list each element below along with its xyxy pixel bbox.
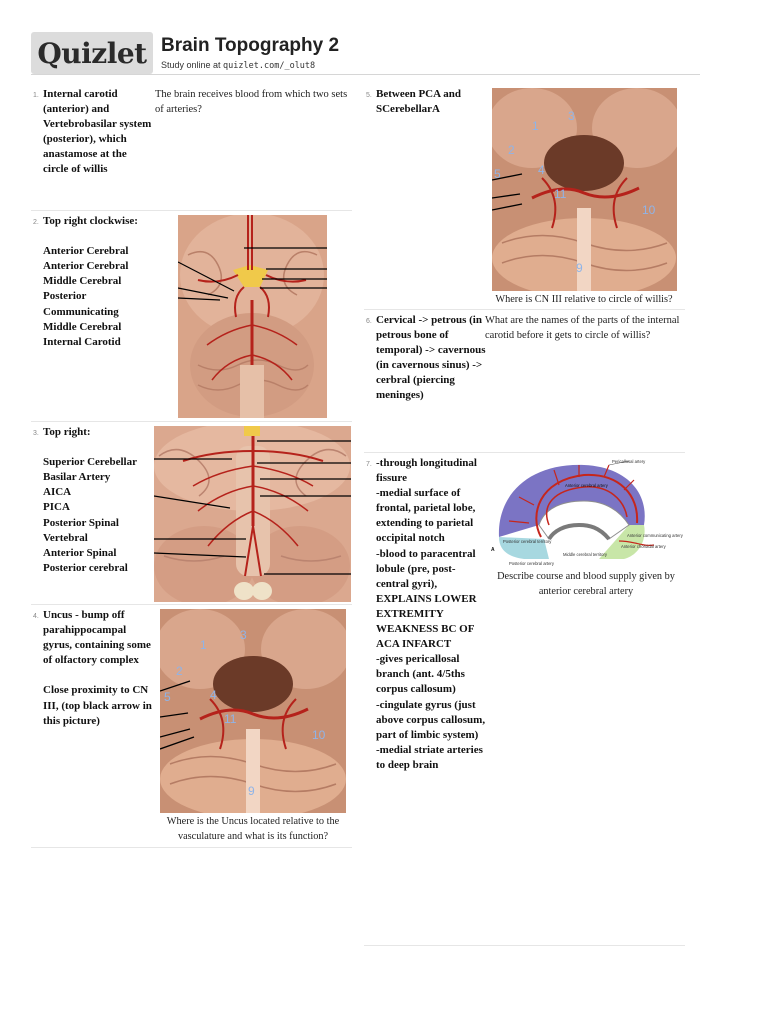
logo-text: Quizlet: [37, 36, 147, 70]
study-online-line: Study online at quizlet.com/_olut8: [161, 60, 315, 71]
card-term: Internal carotid (anterior) and Vertebro…: [43, 88, 152, 176]
image-label-9: 9: [576, 261, 583, 275]
flashcard-3: 3. Top right: Superior Cerebellar Basila…: [31, 422, 352, 605]
card-term: Top right clockwise: Anterior Cerebral A…: [43, 215, 138, 348]
flashcard-5: 5. Between PCA and SCerebellarA 1 2 3 4 …: [364, 84, 685, 310]
card-number: 3.: [33, 430, 39, 437]
uncus-vasculature-image: 1 2 3 4 5 9 10 11: [160, 609, 346, 813]
flashcard-1: 1. Internal carotid (anterior) and Verte…: [31, 84, 352, 211]
image-label-9: 9: [248, 784, 255, 798]
image-label-3: 3: [240, 628, 247, 642]
label-anterior-cerebral-artery: Anterior cerebral artery: [565, 483, 609, 488]
ventral-brain-arteries-image: [178, 215, 327, 418]
label-posterior-cerebral-territory: Posterior cerebral territory: [503, 539, 552, 544]
card-number: 2.: [33, 219, 39, 226]
label-anterior-choroidal-artery: Anterior choroidal artery: [621, 544, 667, 549]
image-label-1: 1: [200, 638, 207, 652]
image-label-4: 4: [538, 163, 545, 177]
image-label-4: 4: [210, 688, 217, 702]
header-divider: [31, 74, 700, 75]
image-label-11: 11: [224, 712, 237, 726]
label-middle-cerebral-territory: Middle cerebral territory: [563, 552, 608, 557]
flashcard-6: 6. Cervical -> petrous (in petrous bone …: [364, 310, 685, 453]
page-title: Brain Topography 2: [161, 35, 340, 56]
label-anterior-communicating-artery: Anterior communicating artery: [627, 533, 684, 538]
aca-territory-diagram: Pericallosal artery Anterior cerebral ar…: [489, 455, 686, 567]
card-term: Between PCA and SCerebellarA: [376, 88, 461, 116]
label-posterior-cerebral-artery: Posterior cerebral artery: [509, 561, 555, 566]
label-letter-a: A: [491, 547, 495, 553]
card-number: 6.: [366, 318, 372, 325]
quizlet-logo[interactable]: Quizlet: [31, 32, 153, 74]
image-label-2: 2: [176, 664, 183, 678]
card-caption: Where is the Uncus located relative to t…: [166, 816, 340, 842]
image-label-5: 5: [164, 690, 171, 704]
flashcard-2: 2. Top right clockwise: Anterior Cerebra…: [31, 211, 352, 422]
image-label-2: 2: [508, 143, 515, 157]
image-label-3: 3: [568, 109, 575, 123]
card-definition: What are the names of the parts of the i…: [485, 315, 680, 341]
study-prefix: Study online at: [161, 60, 224, 70]
card-number: 1.: [33, 92, 39, 99]
card-caption: Where is CN III relative to circle of wi…: [495, 294, 673, 305]
cn3-circle-of-willis-image: 1 2 3 4 5 9 10 11: [492, 88, 677, 291]
image-label-11: 11: [554, 187, 567, 201]
image-label-1: 1: [532, 119, 539, 133]
flashcard-7: 7. -through longitudinal fissure -medial…: [364, 453, 686, 946]
study-link[interactable]: quizlet.com/_olut8: [223, 61, 316, 71]
card-definition: The brain receives blood from which two …: [155, 89, 348, 115]
card-number: 5.: [366, 92, 372, 99]
card-term: Uncus - bump off parahippocampal gyrus, …: [43, 609, 152, 727]
card-term: Cervical -> petrous (in petrous bone of …: [376, 314, 486, 402]
card-number: 4.: [33, 613, 39, 620]
card-caption: Describe course and blood supply given b…: [497, 571, 675, 597]
image-label-5: 5: [494, 167, 501, 181]
label-pericallosal-artery: Pericallosal artery: [612, 459, 646, 464]
image-label-10: 10: [312, 728, 326, 742]
brainstem-arteries-image: [154, 426, 351, 602]
card-number: 7.: [366, 461, 372, 468]
card-term: Top right: Superior Cerebellar Basilar A…: [43, 426, 137, 574]
flashcard-4: 4. Uncus - bump off parahippocampal gyru…: [31, 605, 352, 848]
card-term: -through longitudinal fissure -medial su…: [376, 457, 486, 771]
image-label-10: 10: [642, 203, 656, 217]
